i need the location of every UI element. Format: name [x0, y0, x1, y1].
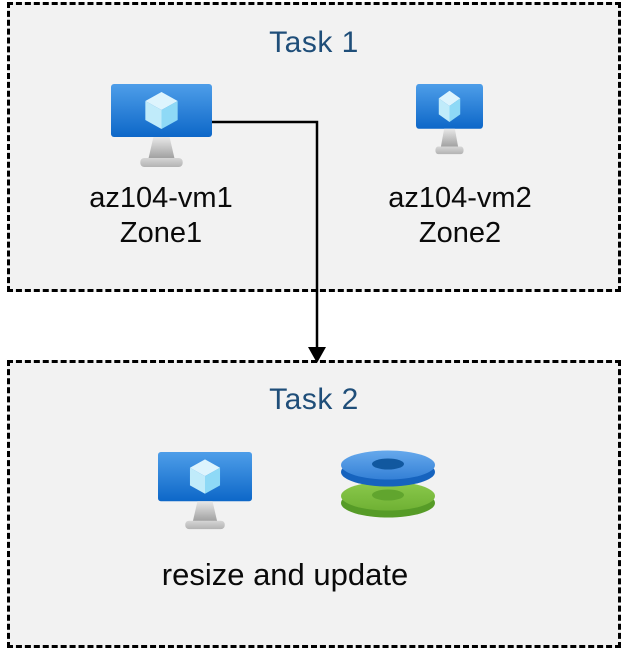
task1-title: Task 1 [269, 26, 359, 59]
vm-icon [111, 84, 212, 167]
vm1-name: az104-vm1 [89, 182, 233, 214]
vm-icon [158, 452, 252, 530]
task2-panel [7, 360, 621, 648]
vm2-name: az104-vm2 [388, 182, 532, 214]
vm-icon [416, 84, 483, 155]
disk-icon [341, 450, 435, 518]
vm2-zone: Zone2 [418, 217, 502, 249]
vm1-zone: Zone1 [119, 217, 203, 249]
vm1-label: az104-vm1 Zone1 [41, 181, 281, 251]
task2-caption: resize and update [161, 557, 409, 592]
vm2-label: az104-vm2 Zone2 [340, 181, 580, 251]
task2-title: Task 2 [269, 383, 359, 416]
